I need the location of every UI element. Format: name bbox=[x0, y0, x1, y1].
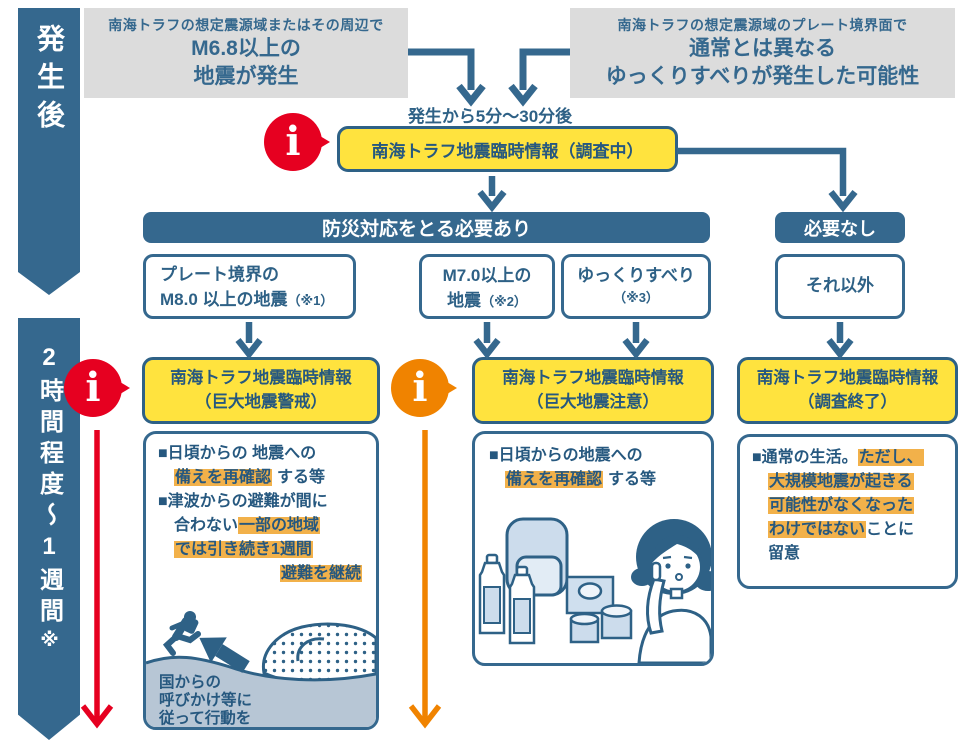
runner-icon bbox=[162, 611, 201, 656]
case-slowslip-box: ゆっくりすべり （※3） bbox=[561, 254, 711, 319]
arrowhead bbox=[828, 189, 858, 213]
sea-icon bbox=[146, 655, 376, 727]
arrowhead bbox=[473, 337, 501, 360]
trigger-earthquake-box: 南海トラフの想定震源域またはその周辺で M6.8以上の 地震が発生 bbox=[84, 8, 408, 98]
badge-tail bbox=[315, 133, 330, 151]
trigger-slowslip-line2: ゆっくりすべりが発生した可能性 bbox=[605, 64, 920, 88]
water-bottles-icon bbox=[478, 553, 536, 645]
info-badge-warning: i bbox=[64, 359, 138, 419]
phase-after-label: 発生後 bbox=[34, 24, 65, 138]
arrowhead bbox=[477, 189, 507, 213]
info-icon: i bbox=[391, 359, 449, 417]
arrowhead bbox=[826, 337, 854, 360]
arrowhead bbox=[456, 83, 486, 107]
case-plate-boundary-box: プレート境界の M8.0 以上の地震（※1） bbox=[143, 254, 356, 319]
arrowhead bbox=[235, 337, 263, 360]
phase-after-occurrence-arrow: 発生後 bbox=[18, 8, 80, 295]
info-badge-investigating: i bbox=[264, 113, 338, 173]
guidance-caution-box: ■日頃からの地震への 備えを再確認する等 bbox=[472, 431, 714, 666]
evacuation-direction-arrow bbox=[199, 637, 250, 673]
timing-label: 発生から5分～30分後 bbox=[407, 107, 573, 126]
trigger-earthquake-line2: 地震が発生 bbox=[193, 64, 299, 88]
info-badge-caution: i bbox=[391, 359, 465, 419]
trigger-earthquake-line1: M6.8以上の bbox=[191, 37, 301, 60]
decision-required-bar: 防災対応をとる必要あり bbox=[143, 212, 710, 243]
bulletin-caution: 南海トラフ地震臨時情報 （巨大地震注意） bbox=[472, 357, 714, 424]
decision-not-required-bar: 必要なし bbox=[775, 212, 905, 243]
case-other-box: それ以外 bbox=[775, 254, 905, 319]
badge-tail bbox=[115, 379, 130, 397]
bulletin-warning: 南海トラフ地震臨時情報 （巨大地震警戒） bbox=[142, 357, 380, 424]
caption-line1: 国からの bbox=[159, 673, 221, 691]
bulletin-finished: 南海トラフ地震臨時情報 （調査終了） bbox=[737, 357, 958, 424]
pointing-woman-icon bbox=[631, 519, 711, 663]
caption-line2: 呼びかけ等に bbox=[159, 690, 252, 709]
arrow-right-trigger bbox=[519, 48, 570, 90]
guidance-warning-box: ■日頃からの 地震への 備えを再確認する等 ■津波からの避難が間に 合わない一部… bbox=[143, 431, 379, 730]
phase-window-label: 2時間程度～1週間※ bbox=[35, 344, 63, 658]
trigger-slowslip-subtitle: 南海トラフの想定震源域のプレート境界面で bbox=[617, 17, 908, 33]
badge-tail bbox=[442, 379, 457, 397]
arrow-left-trigger bbox=[408, 48, 475, 90]
info-icon: i bbox=[64, 359, 122, 417]
trigger-earthquake-subtitle: 南海トラフの想定震源域またはその周辺で bbox=[108, 17, 384, 33]
arrowhead bbox=[80, 704, 114, 729]
case-m7-box: M7.0以上の 地震（※2） bbox=[419, 254, 555, 319]
bulletin-investigating: 南海トラフ地震臨時情報（調査中） bbox=[337, 126, 678, 172]
guidance-finished-box: ■通常の生活。ただし、 大規模地震が起きる 可能性がなくなった わけではないこと… bbox=[737, 434, 958, 589]
canned-food-icon bbox=[569, 604, 633, 644]
info-icon: i bbox=[264, 113, 322, 171]
arrowhead bbox=[408, 704, 442, 729]
phase-window-note: ※ bbox=[38, 629, 60, 658]
arrow-to-not-required bbox=[677, 147, 847, 196]
arrowhead bbox=[622, 337, 650, 360]
caption-line3: 従って行動を bbox=[158, 708, 251, 727]
trigger-slowslip-line1: 通常とは異なる bbox=[689, 37, 836, 60]
emergency-supplies-illustration bbox=[478, 517, 711, 663]
tsunami-evacuation-illustration: 国からの 呼びかけ等に 従って行動を bbox=[146, 611, 376, 727]
trigger-slowslip-box: 南海トラフの想定震源域のプレート境界面で 通常とは異なる ゆっくりすべりが発生し… bbox=[570, 8, 955, 98]
arrowhead bbox=[508, 83, 538, 107]
